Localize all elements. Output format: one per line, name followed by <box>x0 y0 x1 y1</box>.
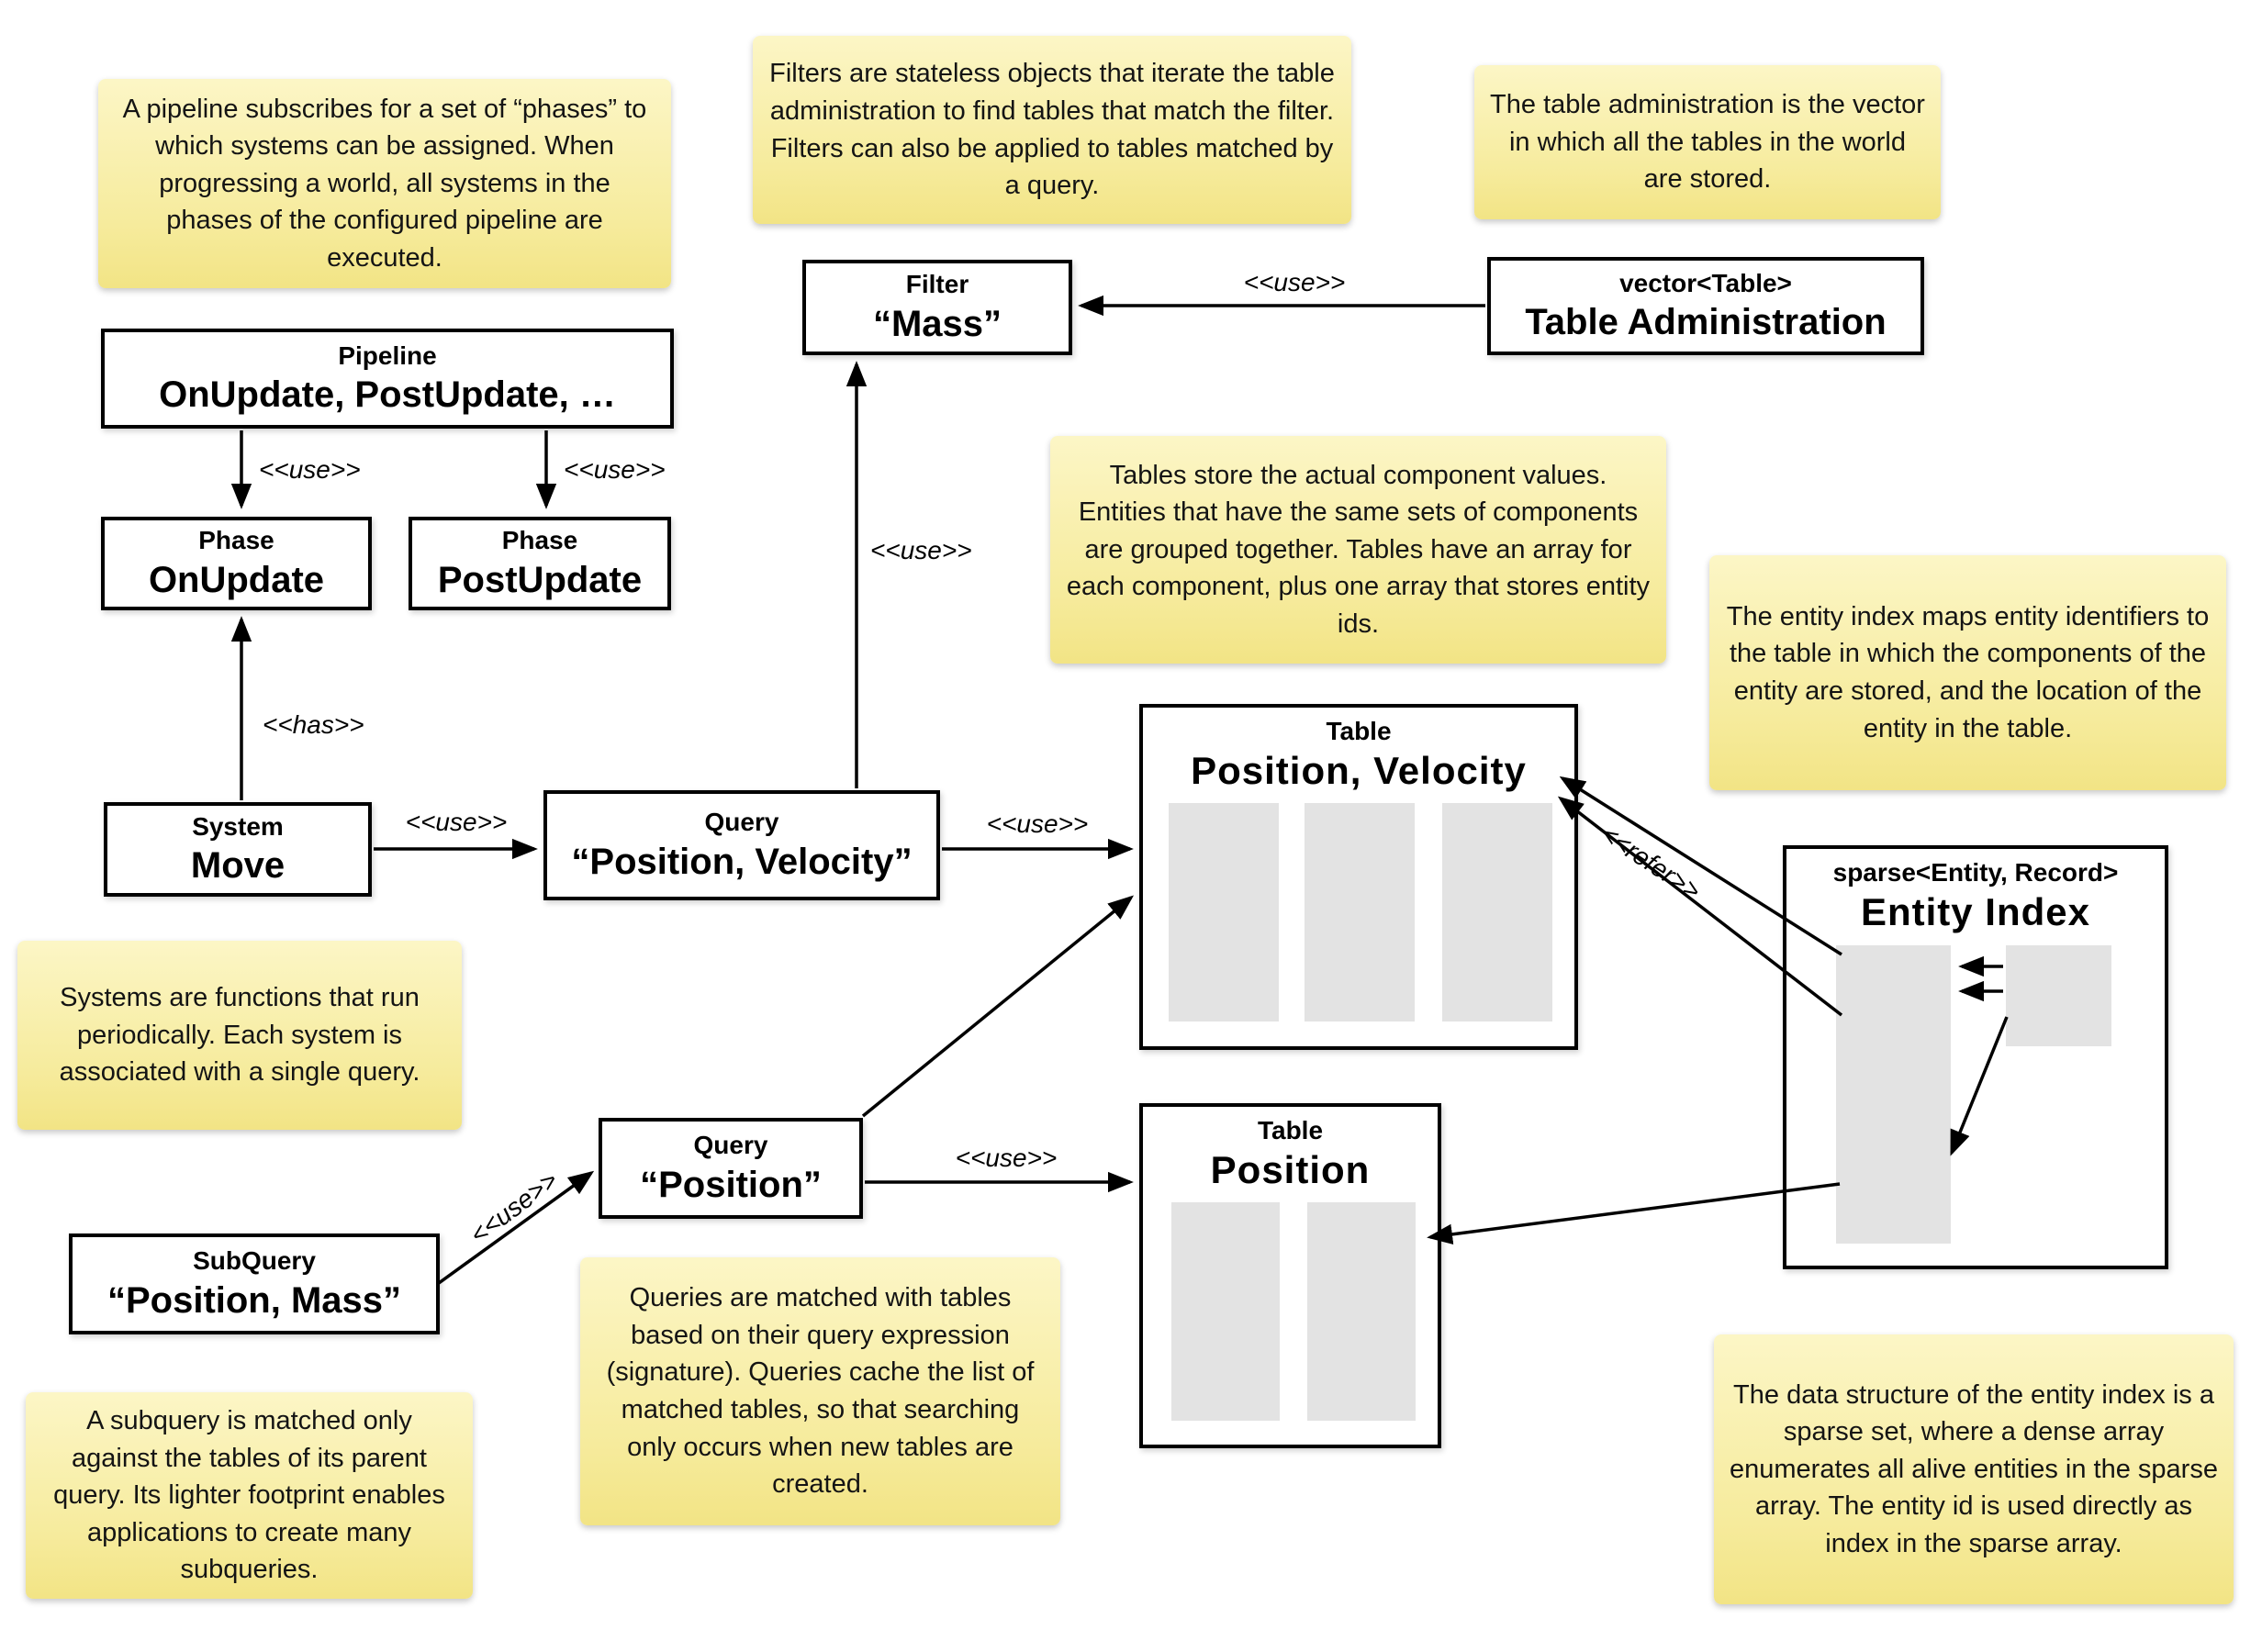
component-array <box>1442 803 1552 1021</box>
class-box-pipeline: Pipeline OnUpdate, PostUpdate, … <box>101 329 674 429</box>
use-label-query-tablepv: <<use>> <box>986 809 1089 838</box>
note-entity-index: The entity index maps entity identifiers… <box>1709 555 2226 790</box>
box-stereotype: Pipeline <box>338 340 437 370</box>
arrow-entityindex-tablep <box>1427 1182 1841 1245</box>
note-table-administration: The table administration is the vector i… <box>1474 65 1941 219</box>
use-label-pipeline-onupdate: <<use>> <box>259 455 361 484</box>
class-box-subquery: SubQuery “Position, Mass” <box>69 1233 440 1334</box>
note-filters: Filters are stateless objects that itera… <box>753 36 1351 224</box>
note-queries: Queries are matched with tables based on… <box>580 1257 1060 1525</box>
has-label-system-phase: <<has>> <box>263 710 364 739</box>
box-name: OnUpdate, PostUpdate, … <box>159 374 616 416</box>
box-stereotype: SubQuery <box>193 1246 316 1276</box>
box-name: OnUpdate <box>148 559 325 600</box>
note-subquery: A subquery is matched only against the t… <box>26 1392 473 1599</box>
box-name: “Position, Mass” <box>106 1279 402 1321</box>
box-name: “Position, Velocity” <box>571 841 913 882</box>
component-array <box>1171 1202 1280 1421</box>
box-stereotype: vector<Table> <box>1619 268 1792 297</box>
use-label-query-tablep: <<use>> <box>955 1144 1058 1172</box>
use-label-subquery-query: <<use>> <box>465 1165 564 1250</box>
box-name: “Mass” <box>872 303 1002 344</box>
note-tables: Tables store the actual component values… <box>1050 436 1666 664</box>
box-stereotype: Query <box>704 808 779 837</box>
use-label-pipeline-postupdate: <<use>> <box>564 455 666 484</box>
use-label-system-query: <<use>> <box>405 808 508 836</box>
box-name: Move <box>190 845 286 887</box>
class-box-filter-mass: Filter “Mass” <box>802 260 1072 355</box>
class-box-system-move: System Move <box>104 802 372 897</box>
dense-array <box>2006 945 2111 1046</box>
use-label-query-filter: <<use>> <box>870 536 972 564</box>
refer-label-entityindex-table: <<refer>> <box>1596 819 1707 906</box>
box-name: Entity Index <box>1860 890 2091 934</box>
box-stereotype: Table <box>1326 717 1392 745</box>
component-array <box>1169 803 1279 1021</box>
box-name: PostUpdate <box>437 559 643 600</box>
box-stereotype: Query <box>693 1131 768 1160</box>
note-systems: Systems are functions that run periodica… <box>17 941 462 1130</box>
box-stereotype: sparse<Entity, Record> <box>1832 858 2119 887</box>
class-box-query-position-velocity: Query “Position, Velocity” <box>543 790 940 900</box>
entity-index-box: sparse<Entity, Record> Entity Index <box>1783 845 2168 1269</box>
component-array <box>1307 1202 1416 1421</box>
box-stereotype: Phase <box>501 526 578 555</box>
class-box-phase-postupdate: Phase PostUpdate <box>409 517 671 610</box>
box-stereotype: Filter <box>905 270 969 299</box>
arrow-queryp-tablepv <box>861 895 1135 1118</box>
table-box-position: Table Position <box>1139 1103 1441 1448</box>
use-label-admin-filter: <<use>> <box>1243 268 1346 296</box>
box-stereotype: Phase <box>198 526 274 555</box>
box-name: Position <box>1210 1148 1371 1192</box>
box-name: Table Administration <box>1525 302 1887 343</box>
component-array <box>1305 803 1415 1021</box>
table-box-position-velocity: Table Position, Velocity <box>1139 704 1578 1050</box>
box-stereotype: Table <box>1257 1116 1324 1144</box>
class-box-table-administration: vector<Table> Table Administration <box>1487 257 1924 355</box>
class-box-query-position: Query “Position” <box>599 1118 863 1219</box>
sparse-array <box>1836 945 1951 1244</box>
note-pipeline: A pipeline subscribes for a set of “phas… <box>98 79 671 288</box>
class-box-phase-onupdate: Phase OnUpdate <box>101 517 372 610</box>
box-stereotype: System <box>192 811 284 841</box>
box-name: Position, Velocity <box>1191 749 1527 793</box>
note-sparse-set: The data structure of the entity index i… <box>1714 1334 2234 1604</box>
box-name: “Position” <box>640 1164 822 1205</box>
